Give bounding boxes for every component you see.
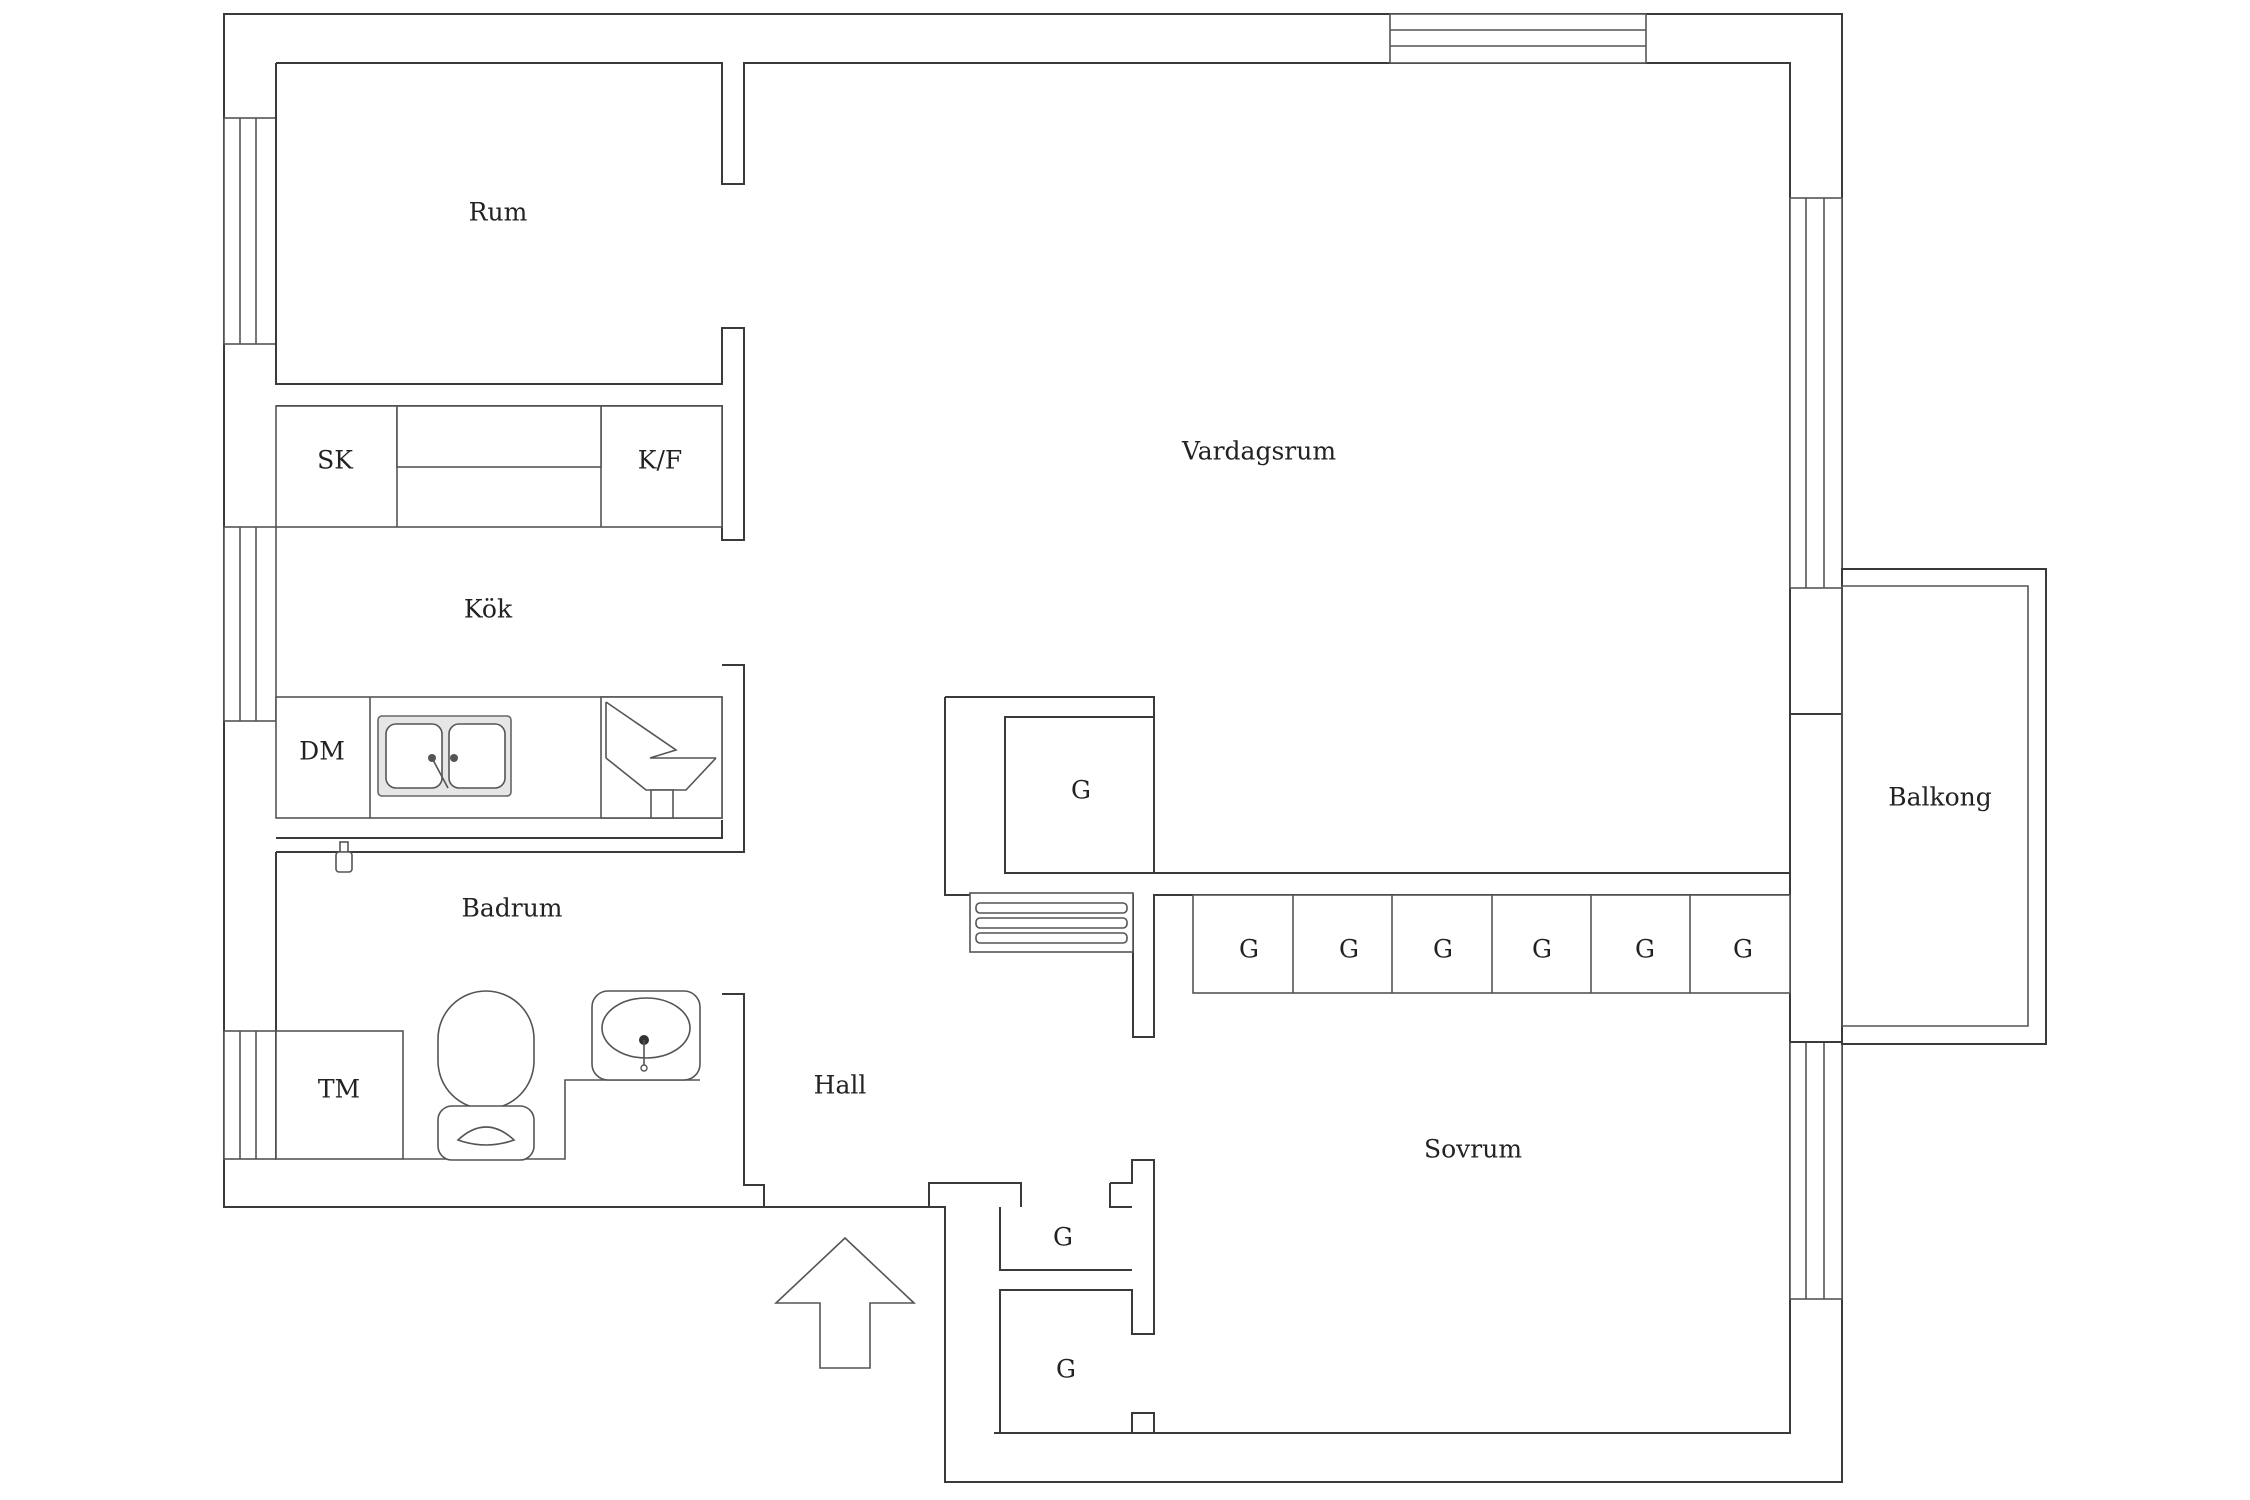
windows — [223, 13, 1843, 1300]
kitchen-upper-counter — [275, 405, 723, 528]
wardrobe-label: G — [1071, 776, 1091, 805]
fixture-label-kf: K/F — [638, 446, 682, 475]
fixture-label-tm: TM — [318, 1075, 360, 1104]
room-label-kok: Kök — [464, 595, 513, 624]
wardrobes-row — [1192, 894, 1791, 994]
wardrobe-label: G — [1733, 935, 1753, 964]
room-label-badrum: Badrum — [461, 894, 562, 923]
stove — [396, 405, 602, 468]
wardrobe-label: G — [1433, 935, 1453, 964]
room-labels: Rum Vardagsrum Kök Badrum Hall Sovrum Ba… — [299, 198, 1992, 1384]
wardrobe-label: G — [1053, 1223, 1073, 1252]
balcony — [1841, 568, 2047, 1045]
wardrobe-label: G — [1339, 935, 1359, 964]
wardrobe-label: G — [1635, 935, 1655, 964]
fixture-label-sk: SK — [317, 446, 354, 475]
room-label-sovrum: Sovrum — [1424, 1135, 1522, 1164]
room-label-hall: Hall — [814, 1071, 867, 1100]
toilet-icon — [437, 990, 535, 1110]
room-label-rum: Rum — [469, 198, 528, 227]
washing-machine — [275, 1030, 404, 1160]
wardrobe-label: G — [1239, 935, 1259, 964]
wardrobe-label: G — [1056, 1355, 1076, 1384]
wardrobe-label: G — [1532, 935, 1552, 964]
radiator — [969, 892, 1134, 953]
bathroom-fixtures — [275, 841, 701, 1161]
entrance-arrow-icon — [773, 1236, 917, 1369]
fixture-label-dm: DM — [299, 737, 345, 766]
kitchen-lower-counter — [275, 696, 723, 819]
room-label-vardagsrum: Vardagsrum — [1181, 437, 1336, 466]
room-label-balkong: Balkong — [1888, 783, 1992, 812]
